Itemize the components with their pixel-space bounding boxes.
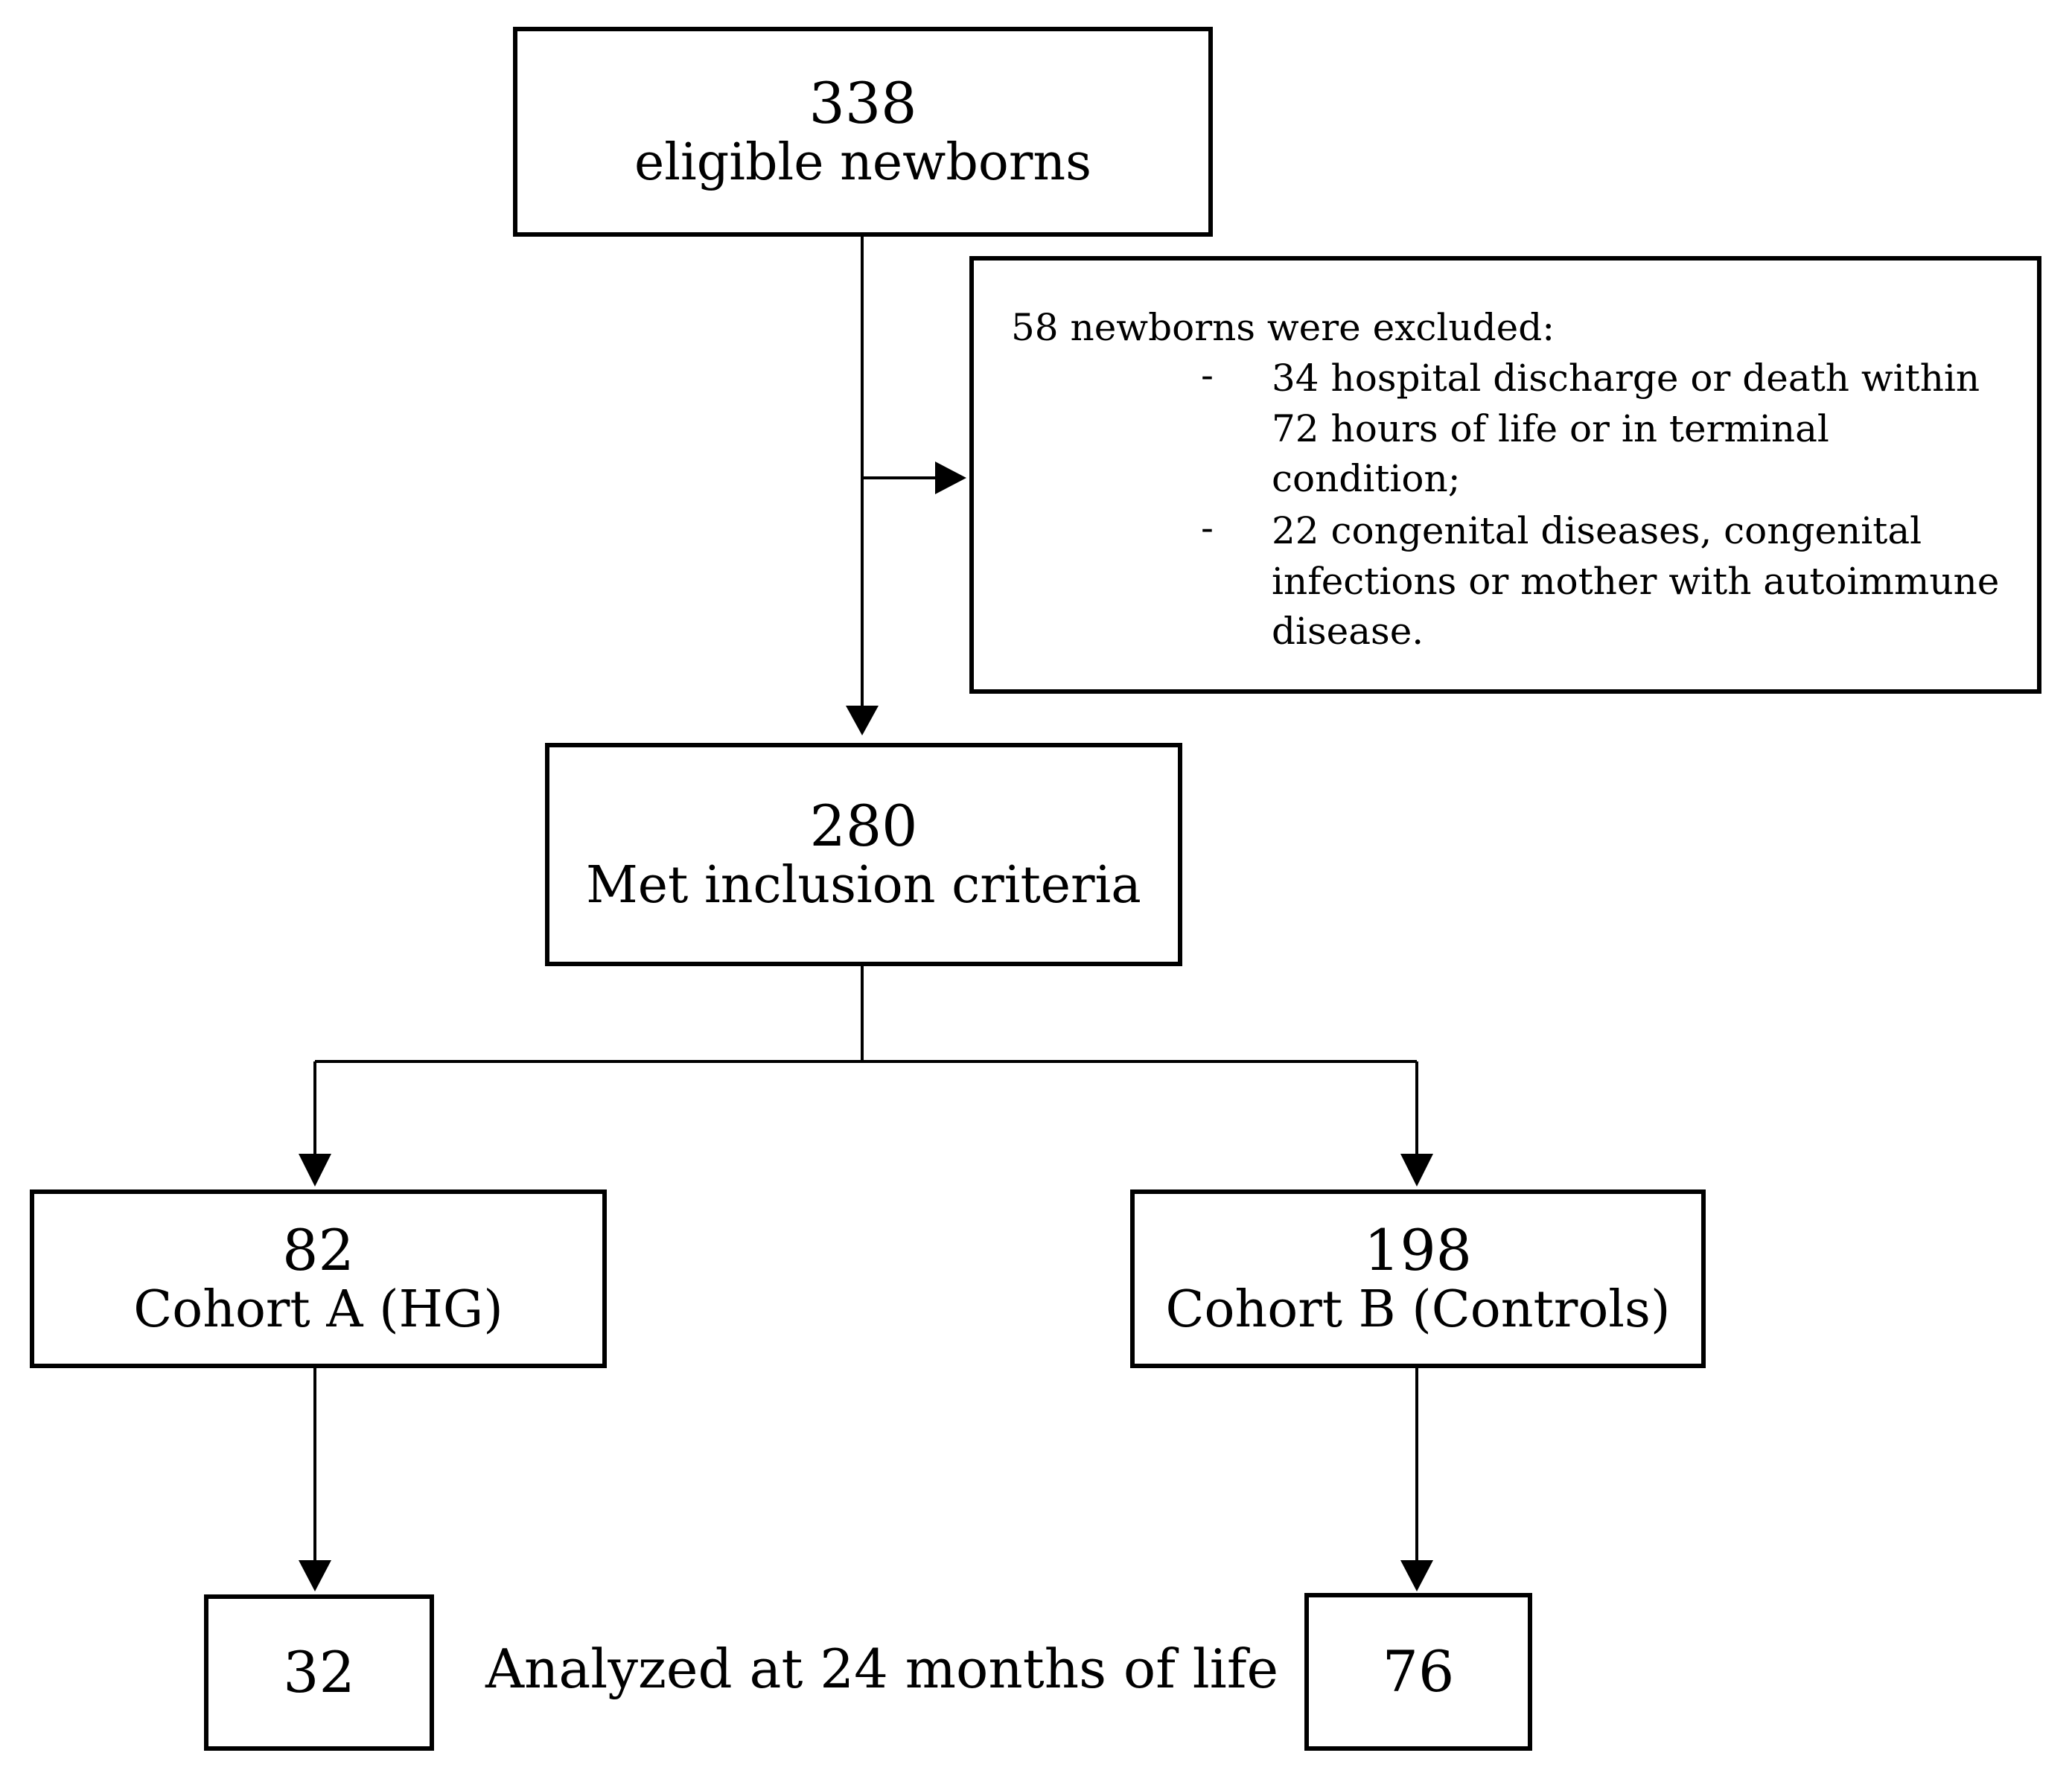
eligible-label: eligible newborns xyxy=(634,133,1092,193)
exclusion-box: 58 newborns were excluded: - 34 hospital… xyxy=(969,256,2041,694)
exclusion-title: 58 newborns were excluded: xyxy=(1011,306,1555,349)
arrowhead-exclusion xyxy=(935,462,966,494)
analyzed-b-count: 76 xyxy=(1382,1638,1455,1705)
analyzed-label: Analyzed at 24 months of life xyxy=(485,1638,1279,1700)
analyzed-a-box: 32 xyxy=(204,1594,434,1751)
arrowhead-cohort-b xyxy=(1400,1154,1433,1187)
cohort-b-label: Cohort B (Controls) xyxy=(1165,1280,1671,1340)
eligible-count: 338 xyxy=(809,70,917,137)
analyzed-a-count: 32 xyxy=(283,1639,355,1706)
inclusion-count: 280 xyxy=(809,793,918,860)
inclusion-box: 280 Met inclusion criteria xyxy=(545,743,1182,966)
inclusion-label: Met inclusion criteria xyxy=(586,856,1141,916)
exclusion-item-text: 22 congenital diseases, congenital infec… xyxy=(1272,509,2000,653)
arrowhead-inclusion xyxy=(846,706,879,735)
cohort-b-box: 198 Cohort B (Controls) xyxy=(1130,1189,1706,1368)
arrowhead-analyzed-a xyxy=(299,1560,331,1591)
cohort-b-count: 198 xyxy=(1363,1217,1473,1284)
exclusion-bullet: - xyxy=(1201,506,1214,549)
cohort-a-box: 82 Cohort A (HG) xyxy=(30,1189,607,1368)
cohort-a-label: Cohort A (HG) xyxy=(133,1280,503,1340)
analyzed-b-box: 76 xyxy=(1304,1593,1532,1751)
exclusion-bullet: - xyxy=(1201,354,1214,397)
arrowhead-cohort-a xyxy=(299,1154,331,1187)
cohort-a-count: 82 xyxy=(282,1217,354,1284)
exclusion-item-text: 34 hospital discharge or death within 72… xyxy=(1272,357,1980,500)
eligible-newborns-box: 338 eligible newborns xyxy=(513,27,1213,237)
arrowhead-analyzed-b xyxy=(1400,1560,1433,1591)
